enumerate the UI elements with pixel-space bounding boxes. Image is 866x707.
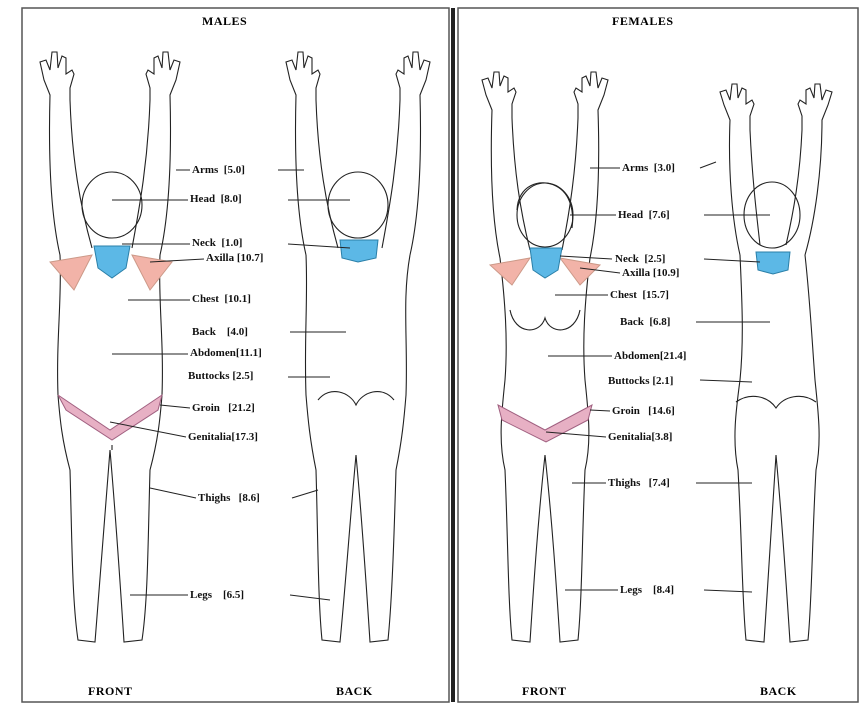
- female-label-thighs: Thighs [7.4]: [608, 477, 670, 489]
- male-front-neck: [94, 246, 130, 278]
- male-label-neck: Neck [1.0]: [192, 237, 242, 249]
- female-label-genitalia: Genitalia[3.8]: [608, 431, 672, 443]
- male-front-label: FRONT: [88, 684, 133, 699]
- male-front-left-arm: [40, 52, 92, 255]
- female-front-axilla-left: [490, 258, 530, 285]
- female-label-axilla: Axilla [10.9]: [622, 267, 679, 279]
- male-back-right-arm: [382, 52, 430, 255]
- female-front-left-arm: [482, 72, 530, 258]
- female-leader-groin: [590, 410, 610, 411]
- male-front-torso: [58, 255, 163, 642]
- female-label-head: Head [7.6]: [618, 209, 670, 221]
- male-back-torso: [305, 255, 410, 642]
- female-label-groin: Groin [14.6]: [612, 405, 675, 417]
- male-label-axilla: Axilla [10.7]: [206, 252, 263, 264]
- female-label-chest: Chest [15.7]: [610, 289, 669, 301]
- female-leader-neck: [560, 256, 612, 259]
- male-back-figure: [286, 52, 430, 642]
- male-back-left-arm: [286, 52, 338, 255]
- male-label-arms: Arms [5.0]: [192, 164, 245, 176]
- male-label-back: Back [4.0]: [192, 326, 248, 338]
- female-label-abdomen: Abdomen[21.4]: [614, 350, 686, 362]
- female-back-neck: [756, 252, 790, 274]
- female-front-hair: [517, 183, 573, 228]
- female-label-neck: Neck [2.5]: [615, 253, 665, 265]
- male-label-head: Head [8.0]: [190, 193, 242, 205]
- female-label-buttocks: Buttocks [2.1]: [608, 375, 673, 387]
- female-front-axilla-right: [560, 258, 600, 285]
- female-back-left-arm: [720, 84, 760, 255]
- male-leader-thighs-back: [292, 490, 318, 498]
- female-front-figure: [482, 72, 608, 642]
- male-label-chest: Chest [10.1]: [192, 293, 251, 305]
- male-front-right-arm: [132, 52, 180, 255]
- male-front-axilla-left: [50, 255, 92, 290]
- male-label-groin: Groin [21.2]: [192, 402, 255, 414]
- male-label-buttocks: Buttocks [2.5]: [188, 370, 253, 382]
- male-front-groin: [58, 395, 162, 440]
- male-leader-groin: [160, 405, 190, 408]
- female-panel-title: FEMALES: [612, 14, 674, 29]
- female-back-right-arm: [786, 84, 832, 255]
- male-label-legs: Legs [6.5]: [190, 589, 244, 601]
- female-back-figure: [720, 84, 832, 642]
- male-front-axilla-right: [132, 255, 172, 290]
- male-front-figure: [40, 52, 180, 642]
- female-leader-arms-back: [700, 162, 716, 168]
- male-back-buttocks: [318, 392, 394, 405]
- female-front-chest: [510, 310, 580, 330]
- male-back-head: [328, 172, 388, 238]
- female-front-groin: [498, 405, 592, 442]
- female-leader-buttocks: [700, 380, 752, 382]
- female-front-right-arm: [562, 72, 608, 258]
- female-label-back: Back [6.8]: [620, 316, 670, 328]
- male-label-thighs: Thighs [8.6]: [198, 492, 260, 504]
- female-leader-neck-back: [704, 259, 760, 262]
- female-label-legs: Legs [8.4]: [620, 584, 674, 596]
- male-panel-title: MALES: [202, 14, 247, 29]
- male-front-head: [82, 172, 142, 238]
- female-leader-legs-back: [704, 590, 752, 592]
- male-back-neck: [340, 240, 378, 262]
- male-back-label: BACK: [336, 684, 373, 699]
- female-front-neck: [530, 248, 562, 278]
- female-front-torso: [500, 258, 590, 642]
- female-back-label: BACK: [760, 684, 797, 699]
- male-label-abdomen: Abdomen[11.1]: [190, 347, 262, 359]
- male-leader-thighs: [150, 488, 196, 498]
- female-back-torso: [735, 255, 819, 642]
- female-front-label: FRONT: [522, 684, 567, 699]
- male-leader-legs-back: [290, 595, 330, 600]
- male-label-genitalia: Genitalia[17.3]: [188, 431, 258, 443]
- female-back-buttocks: [736, 396, 816, 408]
- female-label-arms: Arms [3.0]: [622, 162, 675, 174]
